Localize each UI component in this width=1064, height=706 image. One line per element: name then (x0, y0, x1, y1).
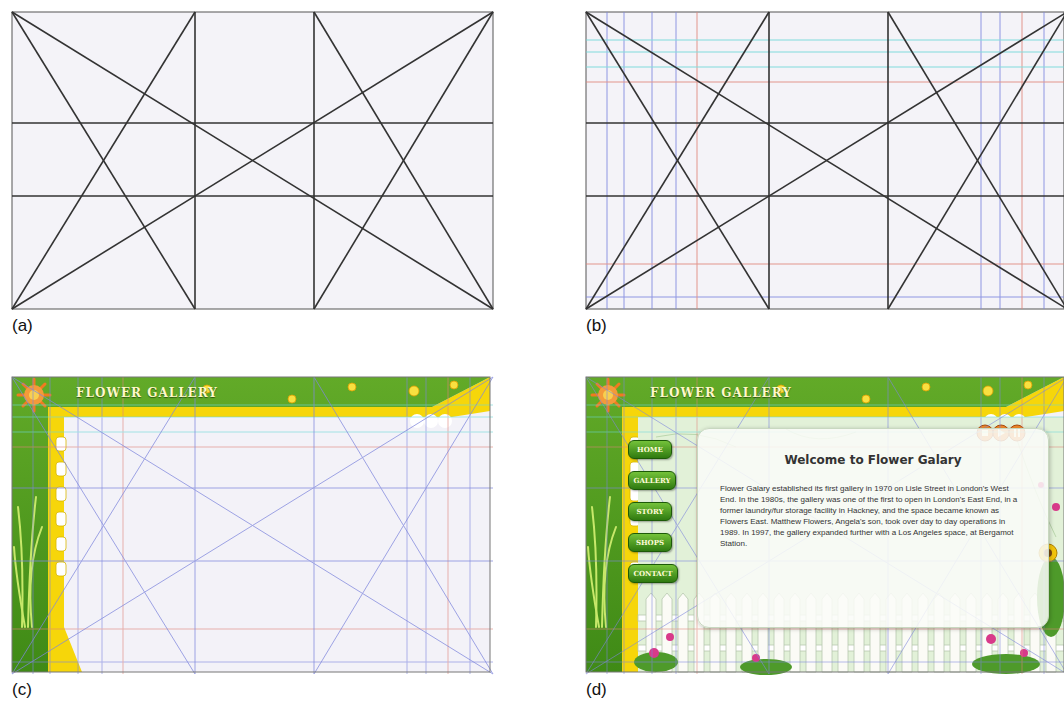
content-panel: Welcome to Flower GalaryFlower Galary es… (697, 428, 1049, 628)
guide-lines (586, 12, 1064, 309)
panel-heading: Welcome to Flower Galary (720, 453, 1026, 467)
menu-text: GALLERY (633, 476, 670, 485)
guide-lines (12, 377, 493, 674)
grid-lines (586, 377, 1064, 674)
site-title: FLOWER GALLERY (76, 386, 218, 400)
panel-c (12, 377, 493, 674)
menu-text: HOME (637, 445, 663, 454)
menu-text: STORY (637, 507, 664, 516)
site-title: FLOWER GALLERY (650, 386, 792, 400)
panel-d (586, 377, 1064, 675)
panel-label: (a) (12, 316, 33, 336)
panel-body: Flower Galary established its first gall… (720, 483, 1026, 549)
menu-text: SHOPS (636, 538, 664, 547)
menu-button: HOME (628, 440, 672, 459)
panel-a (12, 12, 493, 309)
panel-b (586, 12, 1064, 309)
menu-button: STORY (628, 502, 672, 521)
guide-lines (586, 377, 1064, 674)
panel-label: (d) (586, 680, 607, 700)
menu-text: CONTACT (633, 569, 672, 578)
grid-lines (12, 12, 493, 309)
grid-lines (12, 377, 493, 674)
menu-button: CONTACT (628, 564, 678, 583)
panel-label: (c) (12, 680, 32, 700)
menu-button: SHOPS (628, 533, 672, 552)
grid-lines (586, 12, 1064, 309)
panel-label: (b) (586, 316, 607, 336)
menu-button: GALLERY (628, 471, 676, 490)
